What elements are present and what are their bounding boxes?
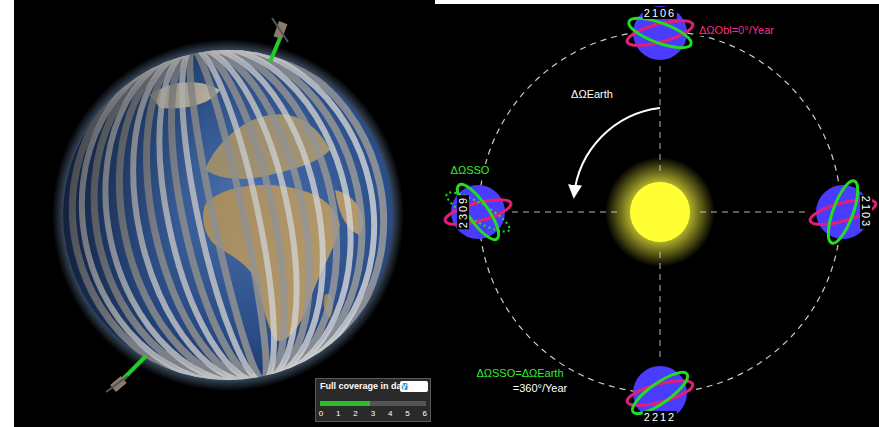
date-label: 2106 [643,7,677,19]
axis-number: 3 [370,410,376,419]
satellite [106,356,146,392]
panel-ground [315,378,431,422]
axis-number: 6 [422,410,428,419]
rate-label: ΔΩEarth [570,88,614,100]
progress-track [320,401,426,406]
axis-number: 5 [404,410,410,419]
margin [0,0,14,427]
rate-label: =360°/Year [512,382,568,394]
earth-left [442,179,513,245]
earth-top [625,6,695,60]
panel-title: Full coverage in days: [320,381,426,391]
satellite [270,18,288,62]
progress-bar [320,401,370,406]
date-label: 2103 [860,195,872,229]
rate-label: ΔΩObl=0°/Year [698,24,775,36]
date-label: 2212 [643,411,677,423]
axis-number: 1 [335,410,341,419]
date-label: 2309 [457,195,469,229]
rate-label: ΔΩSSO=ΔΩEarth [475,367,564,379]
axis-number: 0 [318,410,324,419]
axis-number: 2 [352,410,358,419]
rate-label: ΔΩSSO [450,164,491,176]
earth-right [808,178,878,247]
globe [41,16,415,413]
axis-number: 4 [387,410,393,419]
orbit-scheme [479,31,841,393]
margin [435,0,879,4]
atmosphere-glow [52,39,404,391]
